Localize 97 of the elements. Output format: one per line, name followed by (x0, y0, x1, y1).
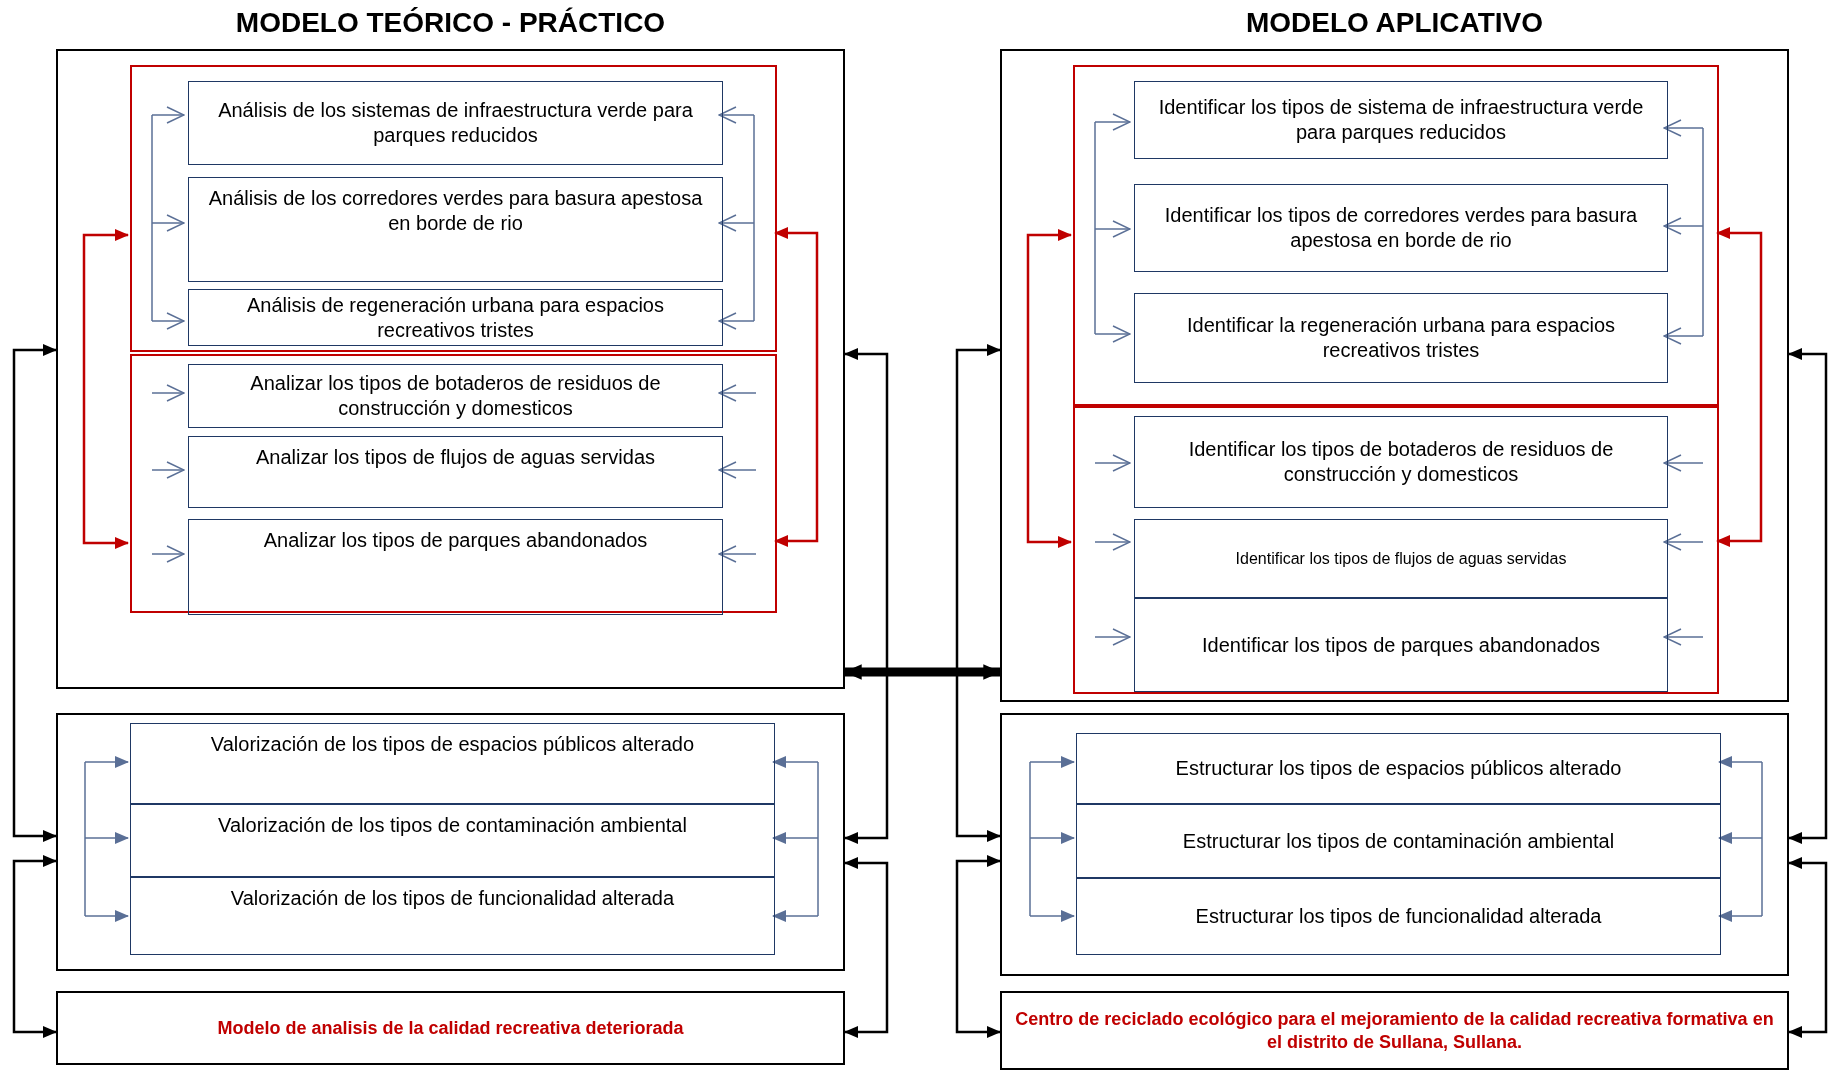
arrow (1718, 756, 1763, 768)
arrow (774, 227, 819, 547)
arrow (718, 106, 755, 124)
arrow (1029, 910, 1075, 922)
arrow (84, 910, 129, 922)
box-text: Valorización de los tipos de funcionalidad alterada (230, 886, 675, 911)
box-text: Valorización de los tipos de espacios públicos alterado (210, 732, 695, 757)
arrow (151, 461, 185, 479)
double-arrow (843, 664, 1002, 680)
arrow (718, 461, 757, 479)
arrow (1094, 325, 1131, 343)
arrow (82, 229, 129, 549)
arrow (151, 214, 185, 232)
process-box (1076, 804, 1721, 878)
arrow (1716, 227, 1763, 547)
process-box (188, 436, 723, 508)
process-box (1134, 293, 1668, 383)
process-box (188, 289, 723, 346)
box-text: Centro de reciclado ecológico para el mejoramiento de la calidad recreativa formativa en el distrito de Sullana, Sullana. (1014, 1008, 1775, 1053)
arrow (1718, 910, 1763, 922)
arrow (1663, 628, 1704, 646)
result-box (1000, 991, 1789, 1070)
process-box (1076, 878, 1721, 955)
panel-title: MODELO TEÓRICO - PRÁCTICO (234, 7, 667, 39)
box-text: Estructurar los tipos de funcionalidad alterada (1195, 904, 1602, 929)
panel-title: MODELO APLICATIVO (1244, 7, 1545, 39)
process-box (130, 804, 775, 877)
arrow (12, 344, 57, 842)
arrow (844, 348, 889, 844)
arrow (772, 756, 819, 768)
arrow (1029, 832, 1075, 844)
arrow (1094, 220, 1131, 238)
arrow (151, 384, 185, 402)
box-text: Identificar la regeneración urbana para espacios recreativos tristes (1185, 313, 1616, 363)
box-text: Analizar los tipos de botaderos de residuos de construcción y domesticos (249, 371, 662, 421)
arrow (844, 857, 889, 1038)
arrow (1663, 327, 1704, 345)
arrow (1094, 628, 1131, 646)
arrow (1094, 533, 1131, 551)
process-box (188, 364, 723, 428)
arrow (1788, 348, 1828, 844)
box-text: Análisis de regeneración urbana para espacios recreativos tristes (246, 292, 665, 343)
arrow (151, 312, 185, 330)
arrow (1094, 113, 1131, 131)
arrow (772, 910, 819, 922)
arrow (84, 832, 129, 844)
group-frame (1073, 65, 1719, 406)
box-text: Identificar los tipos de parques abandonados (1201, 632, 1601, 658)
process-box (1134, 519, 1668, 598)
arrow (718, 214, 755, 232)
arrow (151, 545, 185, 563)
arrow (1663, 533, 1704, 551)
box-text: Analizar los tipos de parques abandonados (263, 528, 648, 553)
box-text: Identificar los tipos de flujos de aguas servidas (1235, 548, 1567, 569)
arrow (1029, 756, 1075, 768)
arrow (955, 855, 1001, 1038)
arrow (1718, 832, 1763, 844)
group-frame (130, 65, 777, 352)
box-text: Identificar los tipos de sistema de infraestructura verde para parques reducidos (1157, 95, 1645, 145)
box-text: Análisis de los sistemas de infraestructura verde para parques reducidos (217, 98, 694, 148)
group-frame (1073, 406, 1719, 694)
process-box (130, 877, 775, 955)
box-text: Identificar los tipos de corredores verdes para basura apestosa en borde de rio (1163, 203, 1639, 253)
arrow (12, 855, 57, 1038)
arrow (718, 312, 755, 330)
result-box (56, 991, 845, 1065)
arrow (84, 756, 129, 768)
process-box (1134, 598, 1668, 692)
process-box (130, 723, 775, 804)
box-text: Análisis de los corredores verdes para basura apestosa en borde de rio (207, 186, 704, 236)
arrow (1788, 857, 1828, 1038)
process-box (1134, 416, 1668, 508)
arrow (1663, 454, 1704, 472)
group-frame (130, 354, 777, 613)
box-text: Identificar los tipos de botaderos de residuos de construcción y domesticos (1187, 437, 1615, 487)
group-frame (56, 713, 845, 971)
arrow (1026, 229, 1072, 548)
arrow (1663, 119, 1704, 137)
process-box (1076, 733, 1721, 804)
arrow (718, 384, 757, 402)
process-box (1134, 81, 1668, 159)
box-text: Estructurar los tipos de contaminación ambiental (1182, 828, 1615, 854)
arrow (718, 545, 757, 563)
process-box (188, 177, 723, 282)
process-box (1134, 184, 1668, 272)
arrow (1094, 454, 1131, 472)
arrow (772, 832, 819, 844)
box-text: Valorización de los tipos de contaminación ambiental (218, 813, 687, 838)
box-text: Analizar los tipos de flujos de aguas servidas (255, 445, 656, 470)
process-box (188, 519, 723, 615)
box-text: Estructurar los tipos de espacios públicos alterado (1175, 756, 1622, 781)
box-text: Modelo de analisis de la calidad recreativa deteriorada (217, 1016, 684, 1040)
arrow (151, 106, 185, 124)
group-frame (1000, 713, 1789, 976)
process-box (188, 81, 723, 165)
arrow (1663, 217, 1704, 235)
arrow (955, 344, 1001, 842)
